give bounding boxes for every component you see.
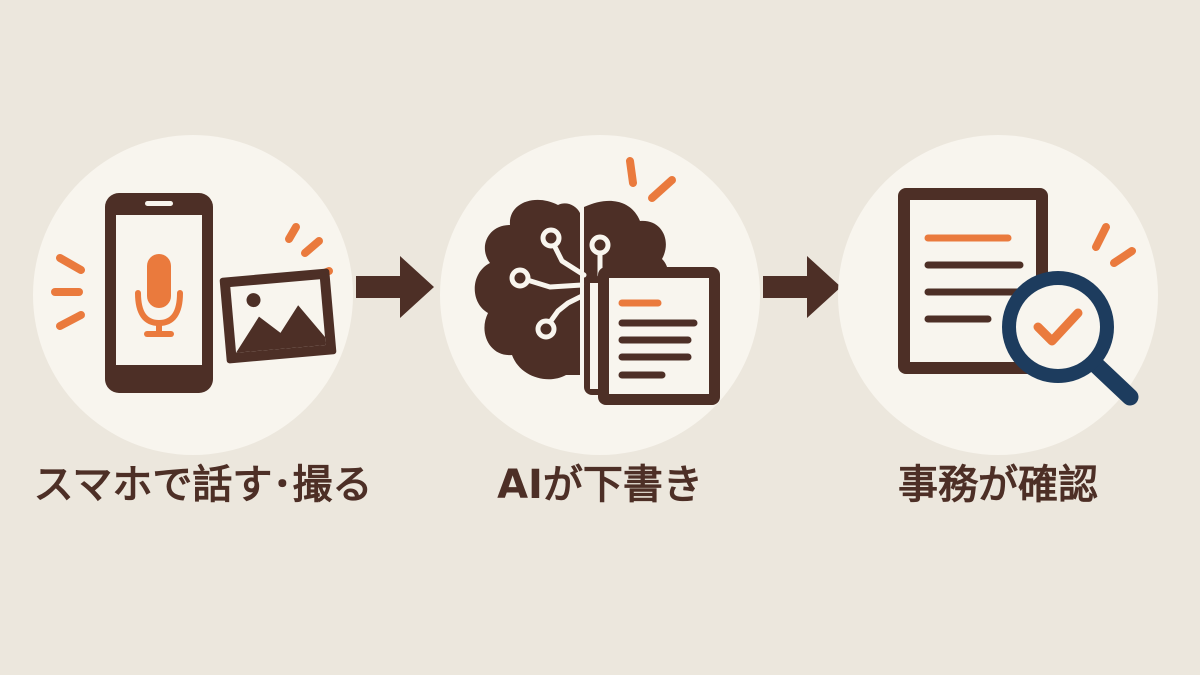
arrow-right-icon [356, 256, 434, 318]
step-ai-draft [440, 135, 760, 455]
arrow-right-icon [763, 256, 841, 318]
magnifier-check-icon [1002, 271, 1139, 406]
confirm-illustration [898, 188, 1139, 406]
image-icon [219, 268, 337, 364]
ai-draft-illustration [474, 157, 720, 405]
brain-circuit-icon [474, 199, 668, 380]
microphone-icon [135, 254, 183, 337]
step-label-ai-draft: AIが下書き [497, 462, 703, 508]
sparkle-icon [1092, 223, 1136, 267]
step-confirm [838, 135, 1158, 455]
step-capture [33, 135, 353, 455]
sparkle-icon [626, 157, 676, 202]
step-label-capture: スマホで話す･撮る [33, 462, 373, 508]
step-label-confirm: 事務が確認 [898, 462, 1098, 508]
sparkle-left-icon [51, 254, 85, 330]
document-icon [584, 267, 720, 405]
capture-illustration [51, 193, 337, 393]
